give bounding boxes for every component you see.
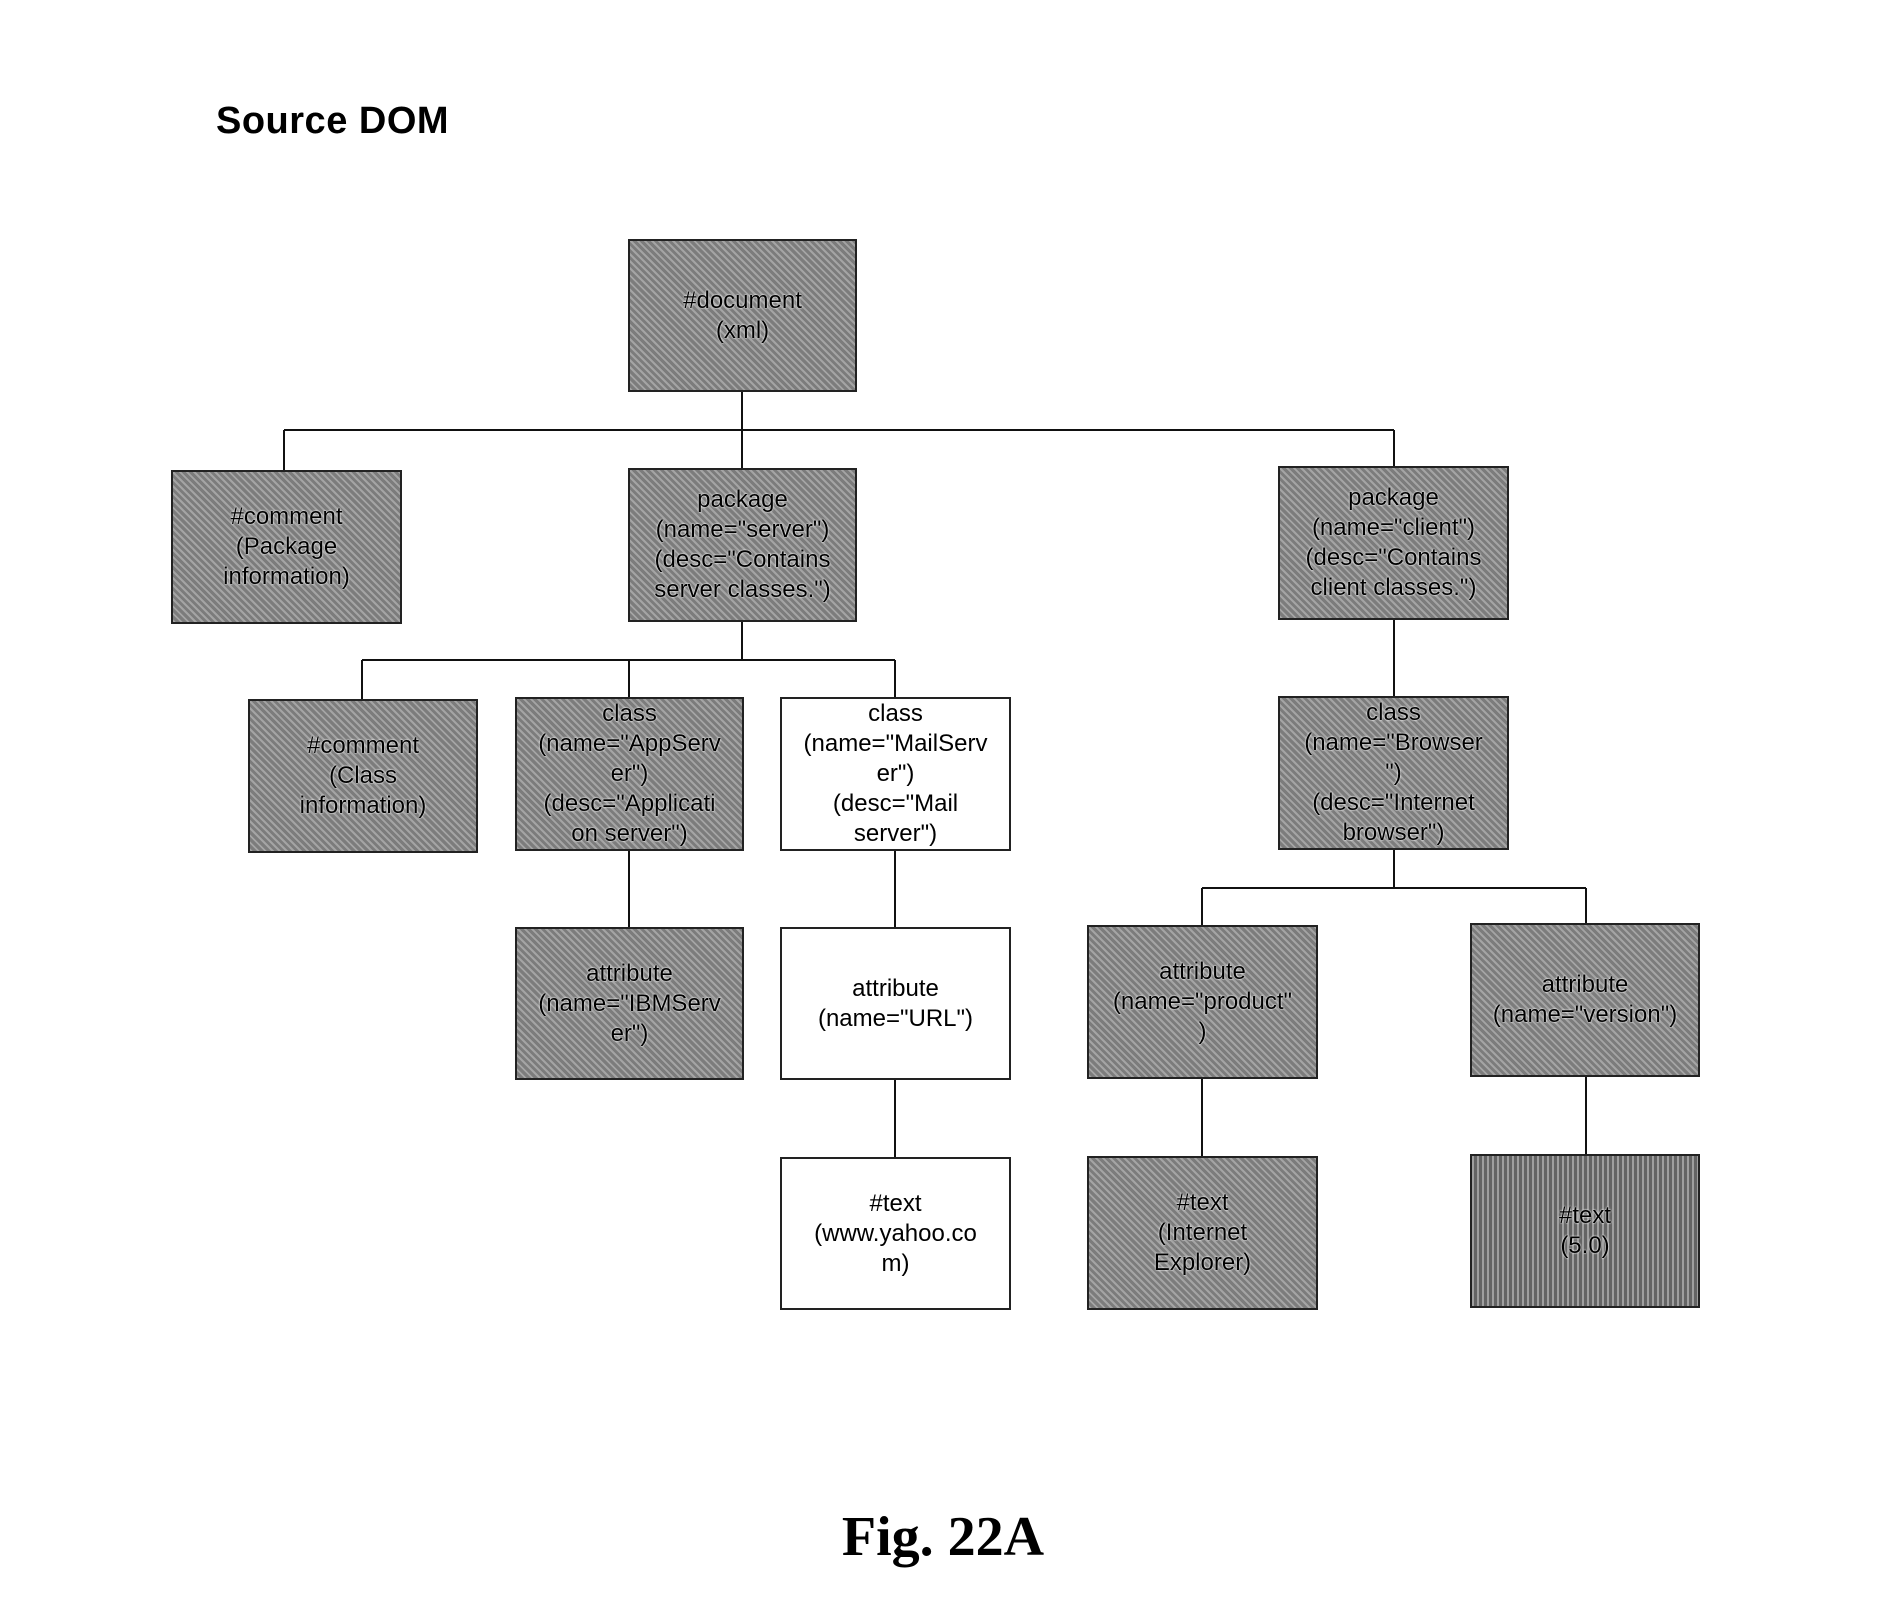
node-package-server: package (name="server") (desc="Contains … [628,468,857,622]
node-text-internet-explorer-label: #text (Internet Explorer) [1154,1188,1251,1278]
node-class-mailserver-label: class (name="MailServ er") (desc="Mail s… [804,699,988,849]
node-attribute-url: attribute (name="URL") [780,927,1011,1080]
node-text-internet-explorer: #text (Internet Explorer) [1087,1156,1318,1310]
node-text-version-label: #text (5.0) [1559,1201,1611,1261]
node-comment-class-label: #comment (Class information) [300,731,427,821]
node-attribute-url-label: attribute (name="URL") [818,974,973,1034]
node-text-yahoo: #text (www.yahoo.co m) [780,1157,1011,1310]
node-comment-class: #comment (Class information) [248,699,478,853]
node-class-appserver-label: class (name="AppServ er") (desc="Applica… [538,699,721,849]
node-class-browser-label: class (name="Browser ") (desc="Internet … [1304,698,1483,848]
node-attribute-product-label: attribute (name="product" ) [1113,957,1292,1047]
node-document-label: #document (xml) [683,286,802,346]
figure-caption: Fig. 22A [0,1505,1886,1569]
node-attribute-ibmserver-label: attribute (name="IBMServ er") [538,959,721,1049]
node-attribute-ibmserver: attribute (name="IBMServ er") [515,927,744,1080]
node-text-yahoo-label: #text (www.yahoo.co m) [814,1189,977,1279]
node-package-client-label: package (name="client") (desc="Contains … [1306,483,1482,603]
node-attribute-version: attribute (name="version") [1470,923,1700,1077]
edge-document-children [284,392,1394,470]
node-text-version: #text (5.0) [1470,1154,1700,1308]
node-document: #document (xml) [628,239,857,392]
node-class-browser: class (name="Browser ") (desc="Internet … [1278,696,1509,850]
node-class-appserver: class (name="AppServ er") (desc="Applica… [515,697,744,851]
edge-package-server-children [362,622,895,699]
node-package-server-label: package (name="server") (desc="Contains … [654,485,831,605]
edge-browser-attributes [1202,850,1586,925]
node-class-mailserver: class (name="MailServ er") (desc="Mail s… [780,697,1011,851]
node-attribute-version-label: attribute (name="version") [1493,970,1677,1030]
node-comment-package-label: #comment (Package information) [223,502,350,592]
node-comment-package: #comment (Package information) [171,470,402,624]
node-package-client: package (name="client") (desc="Contains … [1278,466,1509,620]
node-attribute-product: attribute (name="product" ) [1087,925,1318,1079]
